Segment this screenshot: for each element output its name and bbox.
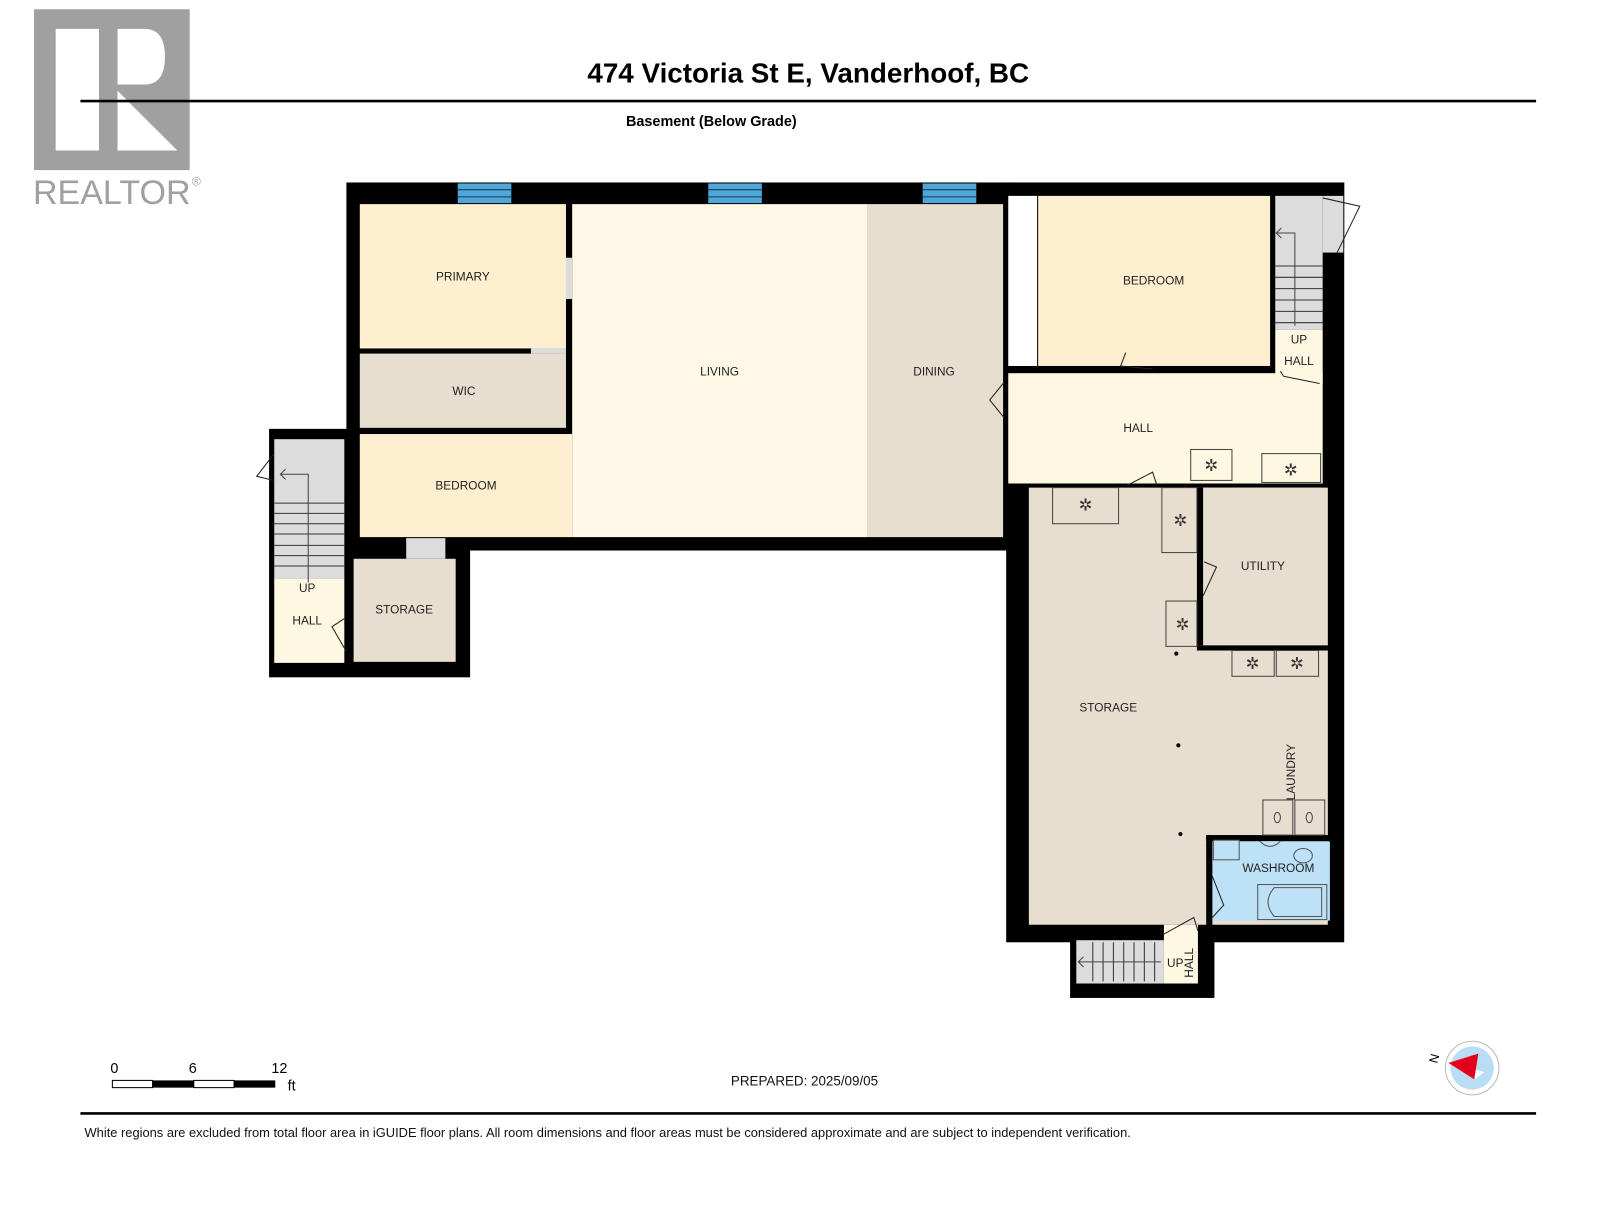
page-title: 474 Victoria St E, Vanderhoof, BC [587, 57, 1029, 88]
realtor-logo: REALTOR ® [33, 9, 201, 212]
stairs-west [274, 439, 345, 579]
room-wic [359, 353, 566, 428]
room-utility [1203, 487, 1323, 646]
label-hall-west: HALL [292, 614, 322, 628]
room-hall-west [274, 578, 345, 663]
realtor-wordmark: REALTOR [33, 174, 191, 212]
hvac-vent-icon [1052, 448, 1322, 677]
svg-text:✲: ✲ [1290, 655, 1304, 673]
scale-unit: ft [288, 1079, 296, 1095]
room-hall-south [1163, 924, 1198, 984]
stair-up-arrow-icon [279, 227, 1296, 968]
scale-tick-6: 6 [189, 1061, 197, 1077]
label-up-south: UP [1167, 956, 1184, 970]
svg-text:✲: ✲ [1246, 655, 1260, 673]
label-up-ne: UP [1291, 332, 1308, 346]
label-laundry: LAUNDRY [1284, 744, 1298, 800]
label-hall-south: HALL [1182, 948, 1196, 978]
room-bedroom-east [1038, 195, 1271, 366]
scale-tick-12: 12 [271, 1061, 287, 1077]
room-primary [359, 204, 566, 349]
excluded-area [1008, 195, 1038, 366]
scale-tick-0: 0 [110, 1061, 118, 1077]
floor-plan: ✲ ✲ ✲ ✲ ✲ ✲ ✲ PRIMARY WIC BEDROOM LIVING DIN… [255, 182, 1361, 998]
label-primary: PRIMARY [436, 269, 490, 283]
label-living: LIVING [700, 364, 739, 378]
label-storage-main: STORAGE [1079, 700, 1137, 714]
window [457, 183, 512, 204]
svg-text:✲: ✲ [1174, 512, 1188, 530]
laundry-appliance-icon [1262, 799, 1326, 836]
svg-text:✲: ✲ [1284, 461, 1298, 479]
svg-text:✲: ✲ [1204, 457, 1218, 475]
svg-text:✲: ✲ [1176, 616, 1190, 634]
label-up-west: UP [299, 581, 316, 595]
floor-subtitle: Basement (Below Grade) [626, 114, 797, 130]
room-storage-west [353, 558, 456, 662]
room-bedroom-west [359, 434, 573, 538]
room-dining [867, 204, 1004, 538]
door-swing [255, 197, 1361, 935]
compass-north-label: N [1426, 1052, 1442, 1064]
label-bedroom-east: BEDROOM [1123, 274, 1184, 288]
label-dining: DINING [913, 364, 954, 378]
stairs-ne [1275, 195, 1323, 330]
label-storage-west: STORAGE [375, 602, 433, 616]
bathroom-fixture-icon [1212, 839, 1328, 921]
support-post [1174, 651, 1183, 837]
compass-icon: N [1426, 1040, 1500, 1096]
svg-text:✲: ✲ [1079, 496, 1093, 514]
prepared-date: PREPARED: 2025/09/05 [731, 1074, 878, 1089]
window [922, 183, 977, 204]
window [708, 183, 762, 204]
scale-bar: 0 6 12 ft [110, 1061, 295, 1095]
label-hall-main: HALL [1123, 421, 1153, 435]
footer-disclaimer: White regions are excluded from total fl… [85, 1125, 1131, 1140]
vent-symbol: ✲ ✲ ✲ ✲ ✲ ✲ ✲ [1079, 457, 1304, 673]
room-living [572, 204, 868, 538]
label-washroom: WASHROOM [1242, 861, 1314, 875]
label-utility: UTILITY [1241, 559, 1285, 573]
label-hall-ne: HALL [1284, 354, 1314, 368]
label-wic: WIC [452, 384, 475, 398]
registered-mark: ® [192, 175, 201, 189]
label-bedroom-west: BEDROOM [435, 479, 496, 493]
